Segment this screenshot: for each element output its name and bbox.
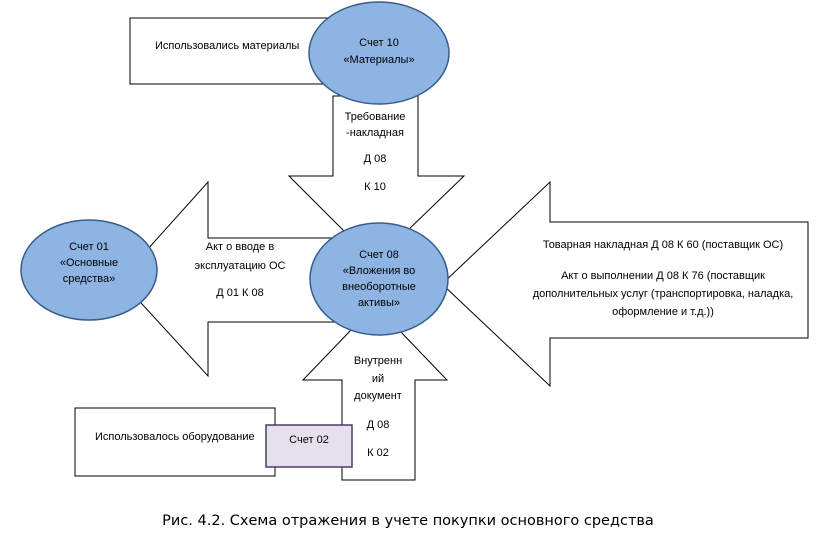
right-arrow-line3: дополнительных услуг (транспортировка, н… <box>532 288 794 300</box>
equipment-used-label: Использовалось оборудование <box>95 431 255 443</box>
bottom-arrow-doc-line3: документ <box>354 390 402 402</box>
account10-subtitle: «Материалы» <box>343 54 415 66</box>
bottom-arrow-doc-line1: Внутренн <box>353 355 403 367</box>
account10-ellipse <box>308 1 450 105</box>
equipment-used-box <box>74 407 276 477</box>
arrow-left-from-supplier <box>441 180 809 388</box>
figure-caption: Рис. 4.2. Схема отражения в учете покупк… <box>162 513 654 529</box>
right-arrow-line1: Товарная накладная Д 08 К 60 (поставщик … <box>542 239 784 251</box>
left-arrow-doc-line2: эксплуатацию ОС <box>194 260 286 272</box>
account08-line2: «Вложения во <box>342 265 416 277</box>
account01-title: Счет 01 <box>69 241 109 253</box>
account02-label: Счет 02 <box>289 434 329 446</box>
top-arrow-debit: Д 08 <box>363 153 387 165</box>
bottom-arrow-debit: Д 08 <box>366 419 390 431</box>
top-arrow-credit: К 10 <box>364 181 386 193</box>
account08-ellipse <box>309 222 449 336</box>
right-arrow-line2: Акт о выполнении Д 08 К 76 (поставщик <box>561 270 765 282</box>
left-arrow-doc-line1: Акт о вводе в <box>205 241 275 253</box>
account08-line3: внеоборотные <box>342 281 416 293</box>
top-arrow-doc-line2: -накладная <box>346 127 404 139</box>
account01-ellipse <box>20 219 158 321</box>
bottom-arrow-doc-line2: ий <box>371 373 385 385</box>
materials-used-box <box>129 17 331 85</box>
bottom-arrow-credit: К 02 <box>367 447 389 459</box>
top-arrow-doc-line1: Требование <box>344 111 406 123</box>
account10-title: Счет 10 <box>359 37 399 49</box>
account02-box <box>265 424 353 468</box>
account01-line2: «Основные <box>59 257 119 269</box>
account01-line3: средства» <box>62 273 116 285</box>
left-arrow-entry: Д 01 К 08 <box>216 287 264 299</box>
right-arrow-line4: оформление и т.д.)) <box>612 306 714 318</box>
materials-used-label: Использовались материалы <box>155 40 300 52</box>
account08-title: Счет 08 <box>359 249 399 261</box>
arrow-down-from-account10 <box>287 95 466 263</box>
arrow-up-from-account02 <box>301 304 449 481</box>
account08-line4: активы» <box>357 297 401 309</box>
